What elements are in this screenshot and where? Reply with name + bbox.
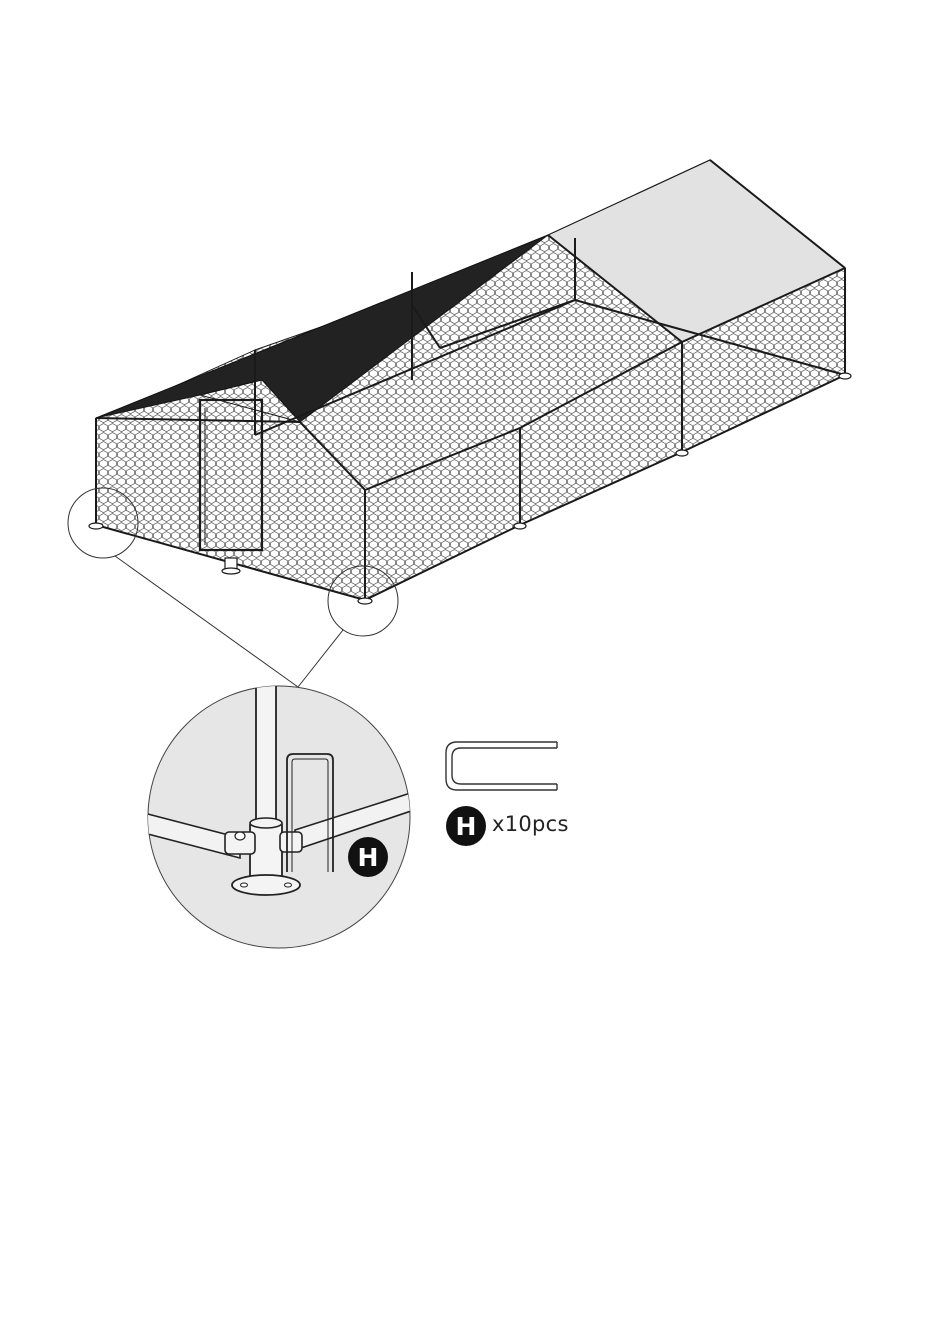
u-stake-part-icon [446, 742, 557, 790]
svg-text:H: H [456, 812, 477, 841]
part-badge: H [446, 806, 486, 846]
detail-view: H [140, 680, 420, 948]
part-quantity-label: x10pcs [492, 812, 569, 836]
chicken-run-cage [89, 160, 851, 604]
svg-text:H: H [358, 843, 379, 872]
detail-part-badge: H [348, 837, 388, 877]
